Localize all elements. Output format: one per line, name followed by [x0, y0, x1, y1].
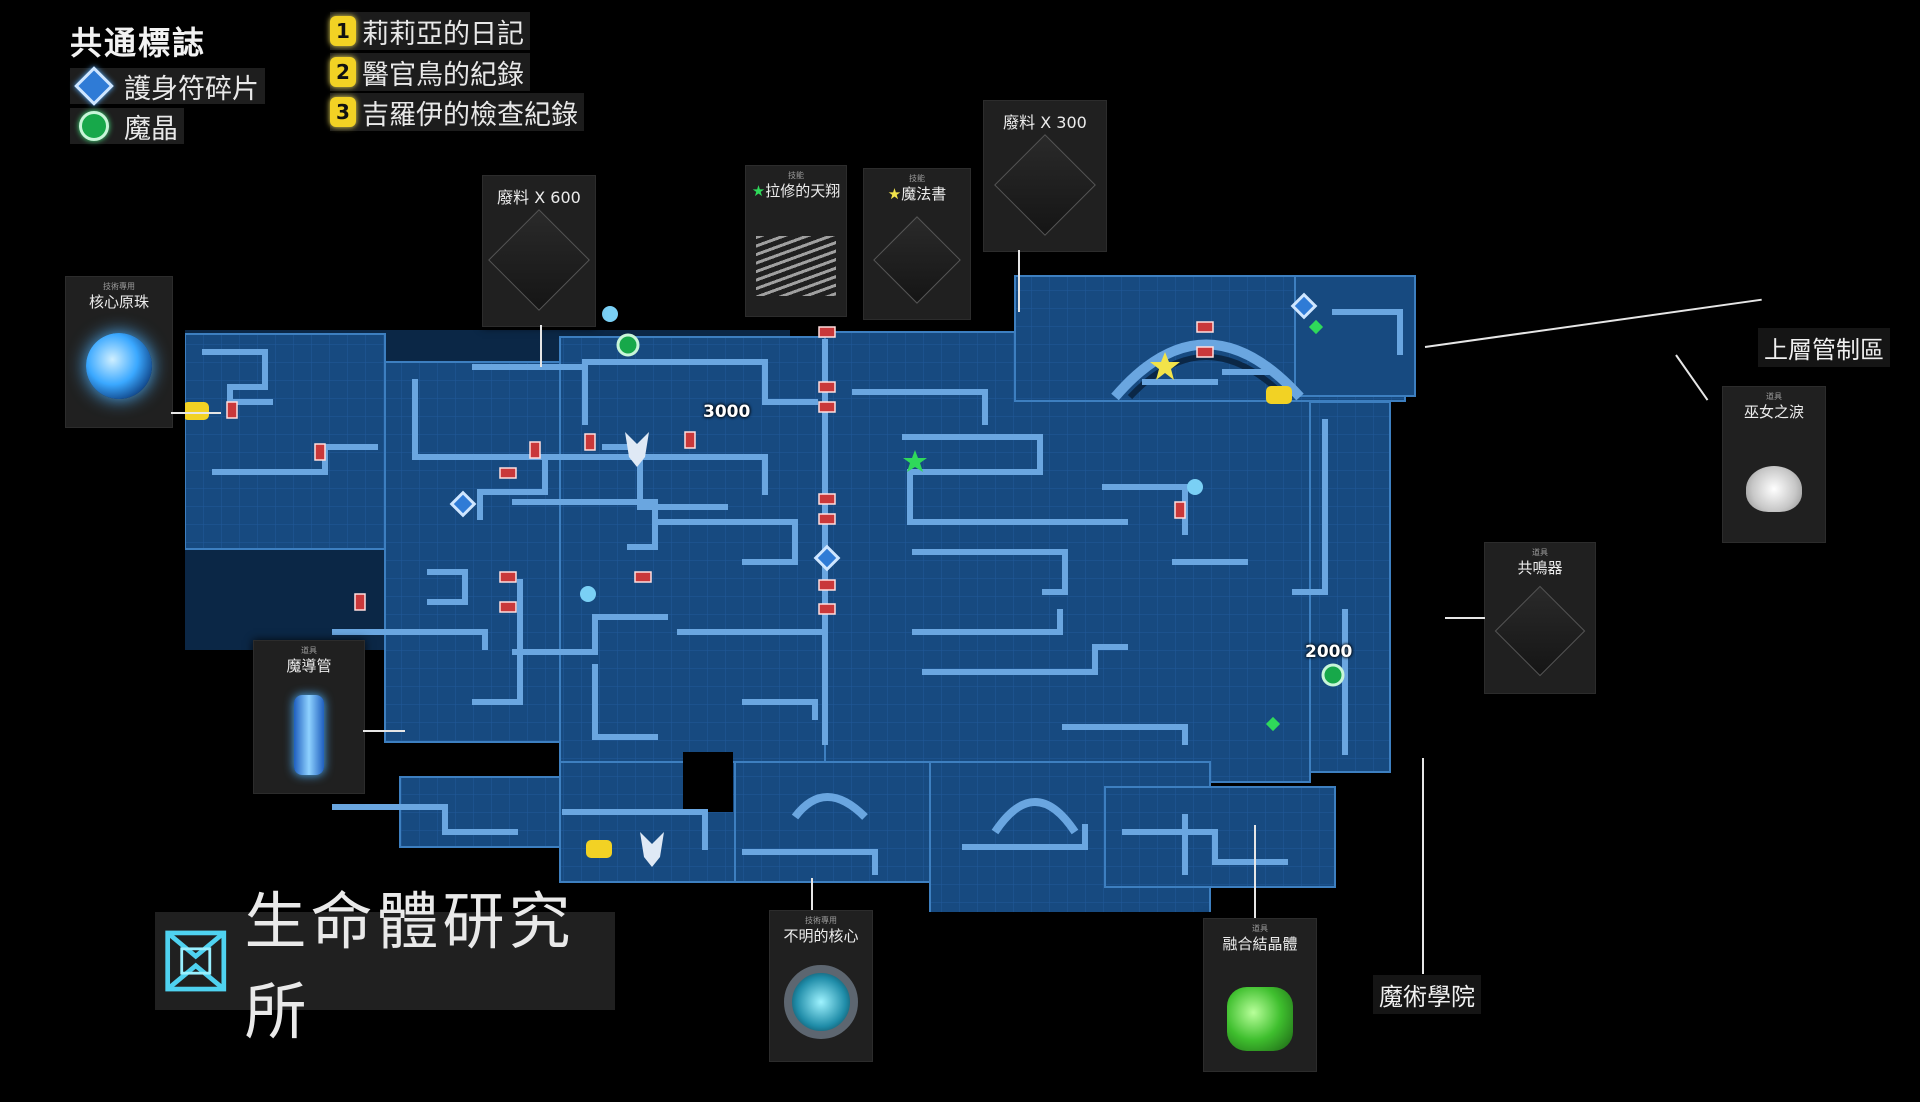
quest-label: 莉莉亞的日記 [362, 18, 524, 50]
legend-item-crystal: 魔晶 [70, 108, 184, 145]
quest-legend-2: 2 醫官鳥的紀錄 [330, 53, 530, 91]
item-card-fused-crystal: 道具 融合結晶體 [1203, 918, 1317, 1072]
scrap-icon [994, 134, 1096, 236]
magic-crystal-markers [616, 333, 1345, 687]
card-category: 道具 [1532, 548, 1548, 557]
card-category: 道具 [1766, 392, 1782, 401]
item-card-conduit: 道具 魔導管 [253, 640, 365, 794]
card-label: 共鳴器 [1517, 559, 1563, 577]
quest-number-icon: 3 [330, 97, 356, 127]
latius-flight-icon [756, 236, 836, 296]
item-card-latius-flight: 技能 ★拉修的天翔 [745, 165, 847, 317]
scrap-icon [488, 209, 590, 311]
legend-title: 共通標誌 [70, 24, 207, 62]
card-category: 技術專用 [103, 282, 135, 291]
area-title-banner: 生命體研究所 [155, 885, 615, 1048]
region-label-magic-academy: 魔術學院 [1373, 975, 1481, 1014]
map-canvas [185, 275, 1416, 912]
witch-tear-icon [1746, 466, 1802, 512]
item-card-scrap-300: 廢料 X 300 [983, 100, 1107, 252]
legend-item-amulet: 護身符碎片 [70, 66, 265, 106]
item-card-scrap-600: 廢料 X 600 [482, 175, 596, 327]
quest-markers [185, 386, 1292, 858]
card-category: 技能 [788, 171, 804, 180]
star-icon: ★ [887, 185, 902, 203]
spellbook-icon [873, 216, 961, 304]
card-category: 技術專用 [805, 916, 837, 925]
resonator-icon [1494, 585, 1586, 677]
crystal-value-label: 3000 [703, 402, 751, 422]
save-point-markers [580, 306, 1203, 602]
conduit-icon [294, 695, 324, 775]
card-label: ★魔法書 [887, 185, 947, 203]
item-card-spellbook: 技能 ★魔法書 [863, 168, 971, 320]
item-card-witch-tear: 道具 巫女之淚 [1722, 386, 1826, 543]
legend-label: 護身符碎片 [124, 73, 259, 105]
amulet-fragment-markers [449, 292, 1318, 572]
item-card-resonator: 道具 共鳴器 [1484, 542, 1596, 694]
item-card-core-orb: 技術專用 核心原珠 [65, 276, 173, 428]
area-emblem-icon [165, 930, 227, 992]
card-label: 魔導管 [286, 657, 332, 675]
magic-crystal-icon [79, 111, 109, 141]
star-icon: ★ [751, 182, 766, 200]
legend-label: 魔晶 [124, 113, 178, 145]
card-label: 廢料 X 300 [1003, 113, 1087, 132]
card-category: 道具 [301, 646, 317, 655]
card-label: 核心原珠 [88, 293, 149, 311]
area-title: 生命體研究所 [244, 885, 575, 1048]
star-markers [903, 352, 1180, 472]
item-card-unknown-core: 技術專用 不明的核心 [769, 910, 873, 1062]
card-label: 融合結晶體 [1222, 935, 1298, 953]
map-corridors [202, 309, 1403, 875]
quest-legend-1: 1 莉莉亞的日記 [330, 12, 530, 50]
quest-label: 吉羅伊的檢查紀錄 [362, 99, 578, 131]
core-orb-icon [86, 333, 152, 419]
quest-number-icon: 2 [330, 57, 356, 87]
region-label-upper-control: 上層管制區 [1758, 328, 1890, 367]
amulet-fragment-icon [74, 66, 114, 106]
quest-legend-3: 3 吉羅伊的檢查紀錄 [330, 93, 584, 131]
door-markers [226, 321, 1214, 615]
card-category: 道具 [1252, 924, 1268, 933]
card-label: ★拉修的天翔 [751, 182, 841, 200]
crystal-value-label: 2000 [1305, 642, 1353, 662]
quest-number-icon: 1 [330, 16, 356, 46]
exit-markers [1265, 319, 1324, 732]
unknown-core-icon [784, 965, 858, 1039]
card-label: 不明的核心 [783, 927, 859, 945]
card-category: 技能 [909, 174, 925, 183]
card-label: 廢料 X 600 [497, 188, 581, 207]
skull-marker-icon [625, 432, 664, 867]
fused-crystal-icon [1227, 987, 1293, 1051]
quest-label: 醫官鳥的紀錄 [362, 59, 524, 91]
card-label: 巫女之淚 [1743, 403, 1804, 421]
